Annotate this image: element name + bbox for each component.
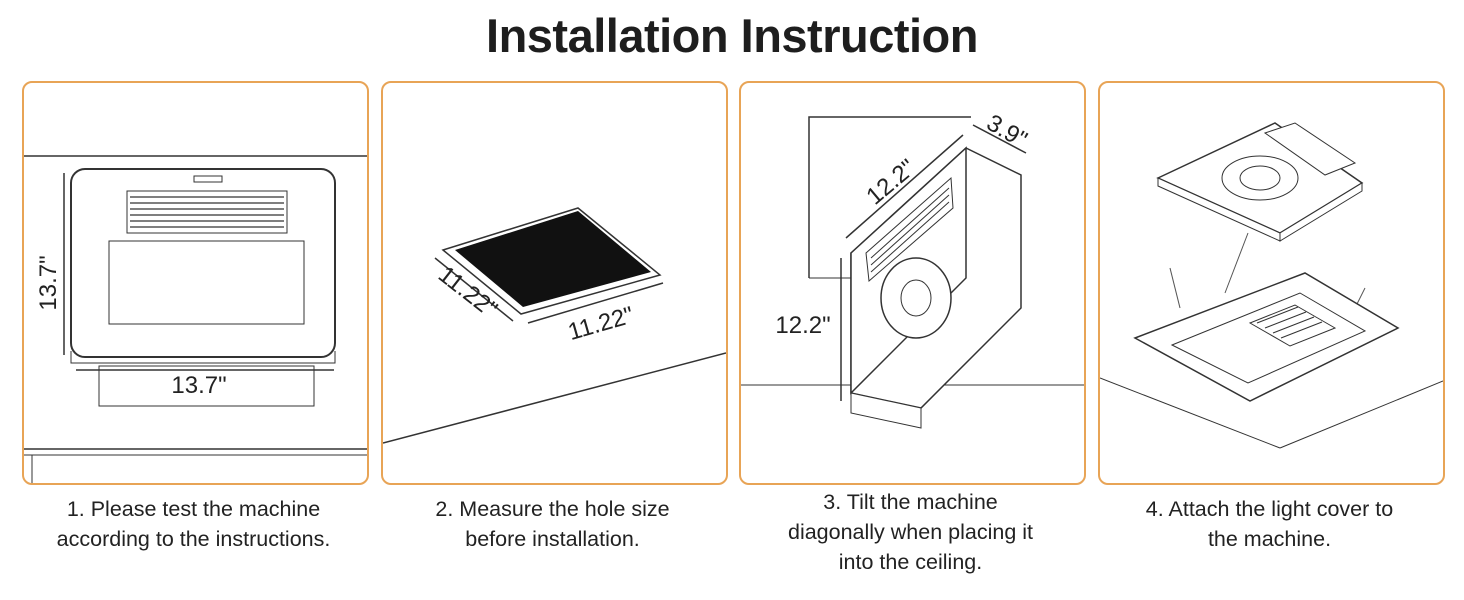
tilted-fan-drawing: 12.2" 3.9" 12.2"	[741, 109, 1084, 429]
caption-line: before installation.	[465, 527, 640, 551]
caption-line: diagonally when placing it	[787, 520, 1034, 544]
caption-line: 1. Please test the machine	[66, 497, 321, 521]
step-4-caption: 4. Attach the light cover to the machine…	[1098, 494, 1441, 554]
step-1-caption: 1. Please test the machine according to …	[22, 494, 365, 554]
caption-line: according to the instructions.	[56, 527, 331, 551]
light-cover-attach-drawing	[1100, 122, 1443, 449]
caption-line: 3. Tilt the machine	[823, 490, 998, 514]
step-2-caption: 2. Measure the hole size before installa…	[381, 494, 724, 554]
height-dimension: 13.7"	[35, 255, 62, 310]
step-1-illustration: 13.7" 13.7"	[22, 81, 369, 485]
caption-line: 2. Measure the hole size	[435, 497, 670, 521]
fan-front-view-drawing: 13.7" 13.7"	[24, 155, 367, 483]
caption-line: into the ceiling.	[838, 550, 983, 574]
ceiling-hole-drawing: 11.22" 11.22"	[383, 207, 726, 444]
depth-dimension: 3.9"	[982, 109, 1032, 153]
caption-line: 4. Attach the light cover to	[1145, 497, 1394, 521]
page-title: Installation Instruction	[486, 9, 978, 62]
caption-line: the machine.	[1207, 527, 1332, 551]
height-dimension: 12.2"	[775, 312, 830, 339]
width-dimension: 13.7"	[171, 372, 226, 399]
step-3-caption: 3. Tilt the machine diagonally when plac…	[739, 487, 1082, 577]
step-2-illustration: 11.22" 11.22"	[381, 81, 728, 485]
step-3-illustration: 12.2" 3.9" 12.2"	[739, 81, 1086, 485]
step-4-illustration	[1098, 81, 1445, 485]
